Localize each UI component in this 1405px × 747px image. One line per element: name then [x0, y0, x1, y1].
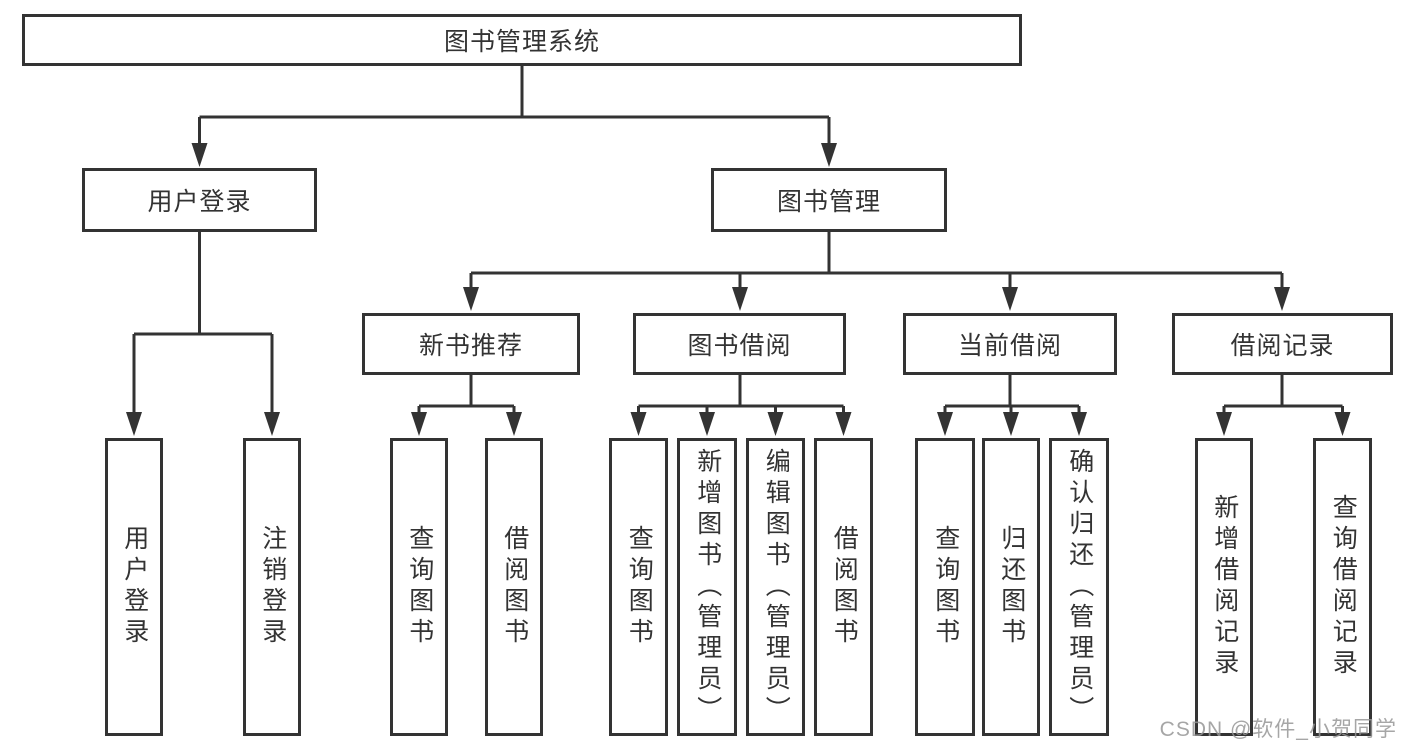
- leaf-query-books-current-label: 查询图书: [931, 525, 960, 649]
- connector-user-login-children: [126, 232, 280, 436]
- leaf-return-books-label: 归还图书: [997, 525, 1026, 649]
- node-new-book-recommendation-label: 新书推荐: [418, 332, 523, 360]
- leaf-user-login: 用户登录: [105, 438, 163, 736]
- connector-borrowing-records-children: [1216, 375, 1351, 436]
- leaf-edit-books-admin-label: 编辑图书（管理员）: [762, 447, 791, 727]
- leaf-user-login-label: 用户登录: [120, 525, 149, 649]
- leaf-query-borrow-record: 查询借阅记录: [1313, 438, 1372, 736]
- leaf-add-borrow-record-label: 新增借阅记录: [1210, 494, 1239, 680]
- leaf-borrow-books: 借阅图书: [814, 438, 873, 736]
- connector-root-to-level2: [191, 66, 837, 167]
- node-borrowing-records-label: 借阅记录: [1230, 332, 1335, 360]
- node-book-borrowing: 图书借阅: [633, 313, 846, 375]
- leaf-logout: 注销登录: [243, 438, 301, 736]
- node-borrowing-records: 借阅记录: [1172, 313, 1393, 375]
- leaf-borrow-books-recommend: 借阅图书: [485, 438, 543, 736]
- node-user-login-label: 用户登录: [147, 188, 252, 216]
- leaf-confirm-return-admin: 确认归还（管理员）: [1049, 438, 1109, 736]
- leaf-query-books-current: 查询图书: [915, 438, 975, 736]
- connector-new-book-recommendation-children: [411, 375, 522, 436]
- node-current-borrowing: 当前借阅: [903, 313, 1117, 375]
- leaf-query-books-borrowing: 查询图书: [609, 438, 668, 736]
- leaf-edit-books-admin: 编辑图书（管理员）: [746, 438, 805, 736]
- leaf-add-books-admin: 新增图书（管理员）: [677, 438, 737, 736]
- node-book-management-label: 图书管理: [776, 188, 881, 216]
- leaf-borrow-books-recommend-label: 借阅图书: [500, 525, 529, 649]
- connector-book-borrowing-children: [630, 375, 852, 436]
- leaf-add-books-admin-label: 新增图书（管理员）: [693, 447, 722, 727]
- leaf-return-books: 归还图书: [982, 438, 1040, 736]
- node-new-book-recommendation: 新书推荐: [362, 313, 580, 375]
- connector-book-management-to-level3: [463, 232, 1290, 311]
- leaf-query-books-borrowing-label: 查询图书: [625, 525, 654, 649]
- leaf-borrow-books-label: 借阅图书: [830, 525, 859, 649]
- leaf-confirm-return-admin-label: 确认归还（管理员）: [1065, 447, 1094, 727]
- connector-current-borrowing-children: [937, 375, 1087, 436]
- leaf-query-books-recommend: 查询图书: [390, 438, 448, 736]
- node-user-login: 用户登录: [82, 168, 317, 232]
- watermark: CSDN @软件_小贺同学: [1159, 718, 1397, 741]
- leaf-add-borrow-record: 新增借阅记录: [1195, 438, 1253, 736]
- node-book-management: 图书管理: [711, 168, 947, 232]
- node-current-borrowing-label: 当前借阅: [957, 332, 1062, 360]
- leaf-logout-label: 注销登录: [258, 525, 287, 649]
- leaf-query-books-recommend-label: 查询图书: [405, 525, 434, 649]
- node-root-label: 图书管理系统: [443, 28, 600, 56]
- leaf-query-borrow-record-label: 查询借阅记录: [1329, 494, 1358, 680]
- node-root: 图书管理系统: [22, 14, 1022, 66]
- node-book-borrowing-label: 图书借阅: [687, 332, 792, 360]
